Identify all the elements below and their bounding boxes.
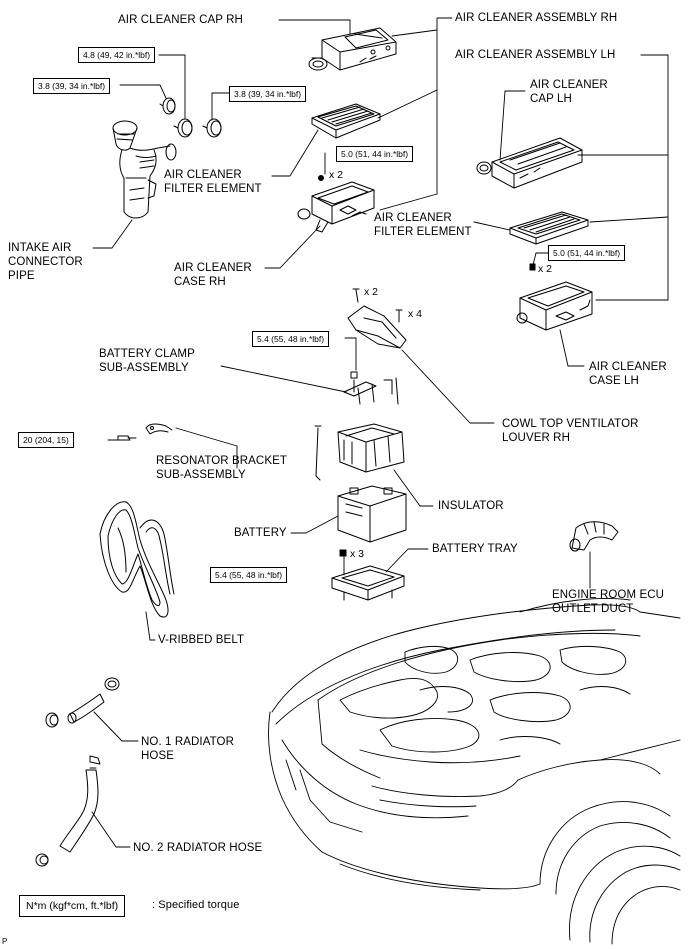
torque-box-battery-clamp: 5.4 (55, 48 in.*lbf) <box>252 331 330 347</box>
air-cleaner-cap-lh-part <box>476 137 583 189</box>
label-filter-element-lh-line1: AIR CLEANER <box>374 212 452 224</box>
legend-torque-meaning: : Specified torque <box>152 899 240 911</box>
qty-cowl-bolts: x 2 <box>364 286 379 298</box>
label-filter-element-rh-line2: FILTER ELEMENT <box>164 183 262 195</box>
label-radiator-hose-1-line1: NO. 1 RADIATOR <box>141 736 234 748</box>
intake-air-connector-pipe-part <box>112 120 177 219</box>
vehicle-illustration <box>268 598 681 945</box>
air-cleaner-case-rh-part <box>297 175 375 233</box>
qty-case-rh-bolts: x 2 <box>329 169 344 181</box>
no2-radiator-hose-part <box>35 755 101 867</box>
label-cowl-top-line2: LOUVER RH <box>502 432 570 444</box>
torque-box-case-lh: 5.0 (51, 44 in.*lbf) <box>548 245 626 261</box>
label-case-rh-line1: AIR CLEANER <box>174 262 252 274</box>
resonator-bracket-part <box>117 423 173 441</box>
label-case-lh-line2: CASE LH <box>589 375 639 387</box>
qty-tray-bolts: x 3 <box>350 548 365 560</box>
air-cleaner-cap-rh-part <box>308 27 397 71</box>
label-air-cleaner-cap-rh: AIR CLEANER CAP RH <box>118 14 243 26</box>
label-ecu-duct-line1: ENGINE ROOM ECU <box>552 589 665 601</box>
label-cowl-top-line1: COWL TOP VENTILATOR <box>502 418 639 430</box>
battery-tray-part <box>331 549 405 601</box>
filter-element-lh-part <box>509 211 589 245</box>
label-radiator-hose-2: NO. 2 RADIATOR HOSE <box>133 842 263 854</box>
label-filter-element-rh-line1: AIR CLEANER <box>164 169 242 181</box>
cowl-top-ventilator-louver-rh-part <box>347 288 407 349</box>
label-battery-clamp-line2: SUB-ASSEMBLY <box>99 362 189 374</box>
label-air-cleaner-assembly-rh: AIR CLEANER ASSEMBLY RH <box>455 12 618 24</box>
label-air-cleaner-cap-lh-line2: CAP LH <box>530 93 572 105</box>
label-filter-element-lh-line2: FILTER ELEMENT <box>374 226 472 238</box>
v-ribbed-belt-part <box>99 501 175 618</box>
insulator-part <box>337 423 405 473</box>
qty-case-lh-bolts: x 2 <box>538 263 553 275</box>
torque-box-case-rh: 5.0 (51, 44 in.*lbf) <box>336 146 414 162</box>
battery-part <box>337 485 407 543</box>
torque-box-clamp-4-8: 4.8 (49, 42 in.*lbf) <box>78 47 156 63</box>
label-insulator: INSULATOR <box>438 500 504 512</box>
legend-torque-unit-box: N*m (kgf*cm, ft.*lbf) <box>19 895 126 917</box>
label-battery-clamp-line1: BATTERY CLAMP <box>99 348 195 360</box>
label-v-ribbed-belt: V-RIBBED BELT <box>158 634 245 646</box>
label-battery-tray: BATTERY TRAY <box>432 543 518 555</box>
leader-lines <box>91 17 669 848</box>
torque-box-clamp-3-8-left: 3.8 (39, 34 in.*lbf) <box>33 78 111 94</box>
label-intake-air-line2: CONNECTOR <box>8 256 83 268</box>
torque-box-clamp-3-8-right: 3.8 (39, 34 in.*lbf) <box>229 86 307 102</box>
footer-code: P <box>2 937 8 946</box>
battery-clamp-part <box>314 371 399 481</box>
torque-box-battery-tray: 5.4 (55, 48 in.*lbf) <box>210 567 288 583</box>
qty-cowl-clips: x 4 <box>408 308 423 320</box>
label-ecu-duct-line2: OUTLET DUCT <box>552 603 634 615</box>
label-resonator-line1: RESONATOR BRACKET <box>156 455 287 467</box>
torque-box-resonator: 20 (204, 15) <box>18 432 74 448</box>
label-case-lh-line1: AIR CLEANER <box>589 361 667 373</box>
label-resonator-line2: SUB-ASSEMBLY <box>156 469 246 481</box>
hose-clamps <box>159 97 222 138</box>
no1-radiator-hose-part <box>45 677 120 728</box>
label-air-cleaner-assembly-lh: AIR CLEANER ASSEMBLY LH <box>455 49 616 61</box>
ecu-outlet-duct-part <box>569 521 619 552</box>
filter-element-rh-part <box>311 103 381 139</box>
label-case-rh-line2: CASE RH <box>174 276 226 288</box>
label-battery: BATTERY <box>234 527 287 539</box>
label-radiator-hose-1-line2: HOSE <box>141 750 174 762</box>
label-intake-air-line1: INTAKE AIR <box>8 242 72 254</box>
air-cleaner-case-lh-part <box>516 263 593 331</box>
label-air-cleaner-cap-lh-line1: AIR CLEANER <box>530 79 608 91</box>
label-intake-air-line3: PIPE <box>8 270 35 282</box>
